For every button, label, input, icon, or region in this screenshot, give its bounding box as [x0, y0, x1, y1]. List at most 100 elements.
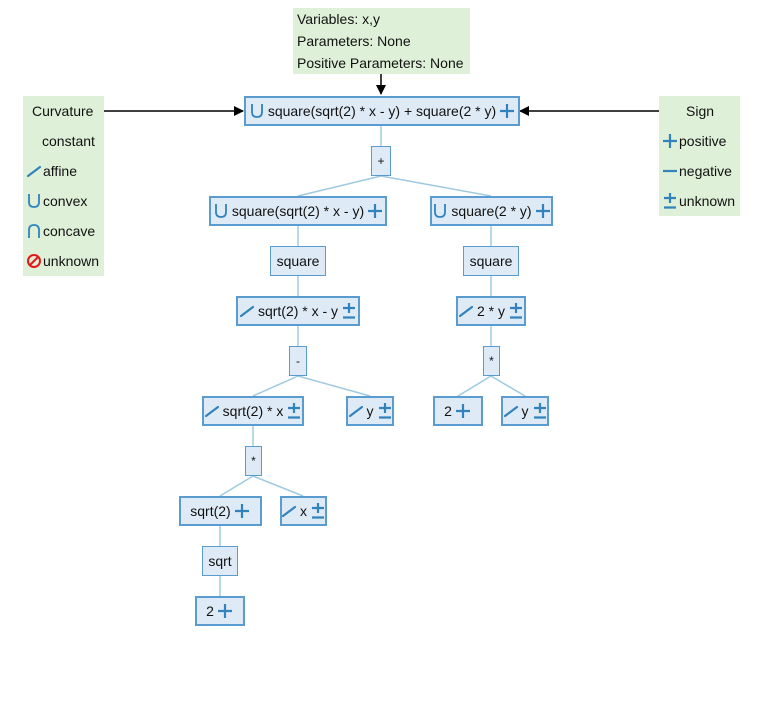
- sqrt2-times-x-expr-node[interactable]: sqrt(2) * x: [202, 396, 304, 426]
- legend-item-constant: constant: [42, 126, 95, 156]
- legend-label: positive: [679, 133, 727, 149]
- negative-icon: [661, 162, 679, 180]
- legend-item-affine: affine: [25, 156, 77, 186]
- sign-legend: Sign positive negative unknown: [659, 96, 740, 216]
- legend-label: concave: [43, 223, 96, 239]
- affine-icon: [25, 162, 43, 180]
- convex-icon: [212, 202, 230, 220]
- legend-item-unknown-curvature: unknown: [25, 246, 99, 276]
- affine-icon: [280, 502, 298, 520]
- affine-icon: [347, 402, 365, 420]
- legend-item-negative: negative: [661, 156, 732, 186]
- info-panel: Variables: x,y Parameters: None Positive…: [293, 8, 470, 74]
- node-label: 2: [206, 603, 214, 619]
- multiply-left-operator-node[interactable]: *: [245, 446, 262, 476]
- y-left-variable-node[interactable]: y: [346, 396, 394, 426]
- edge: [490, 375, 526, 397]
- square-right-operator-node[interactable]: square: [463, 246, 519, 276]
- sign-title: Sign: [686, 103, 715, 119]
- node-label: *: [251, 454, 256, 468]
- edge: [457, 375, 492, 397]
- unknown-sign-icon: [531, 402, 549, 420]
- legend-label: negative: [679, 163, 732, 179]
- edge: [380, 175, 492, 197]
- two-times-y-expr-node[interactable]: 2 * y: [456, 296, 526, 326]
- unknown-sign-icon: [285, 402, 303, 420]
- convex-icon: [248, 102, 266, 120]
- square-left-expr-node[interactable]: square(sqrt(2) * x - y): [209, 196, 387, 226]
- positive-icon: [498, 102, 516, 120]
- affine-icon: [502, 402, 520, 420]
- curvature-legend-title: Curvature: [32, 96, 93, 126]
- node-label: square(sqrt(2) * x - y): [231, 203, 365, 219]
- legend-label: unknown: [679, 193, 736, 209]
- sqrt2-expr-node[interactable]: sqrt(2): [179, 496, 262, 526]
- y-right-variable-node[interactable]: y: [501, 396, 549, 426]
- unknown-sign-icon: [340, 302, 358, 320]
- node-label: *: [489, 354, 494, 368]
- sqrt-operator-node[interactable]: sqrt: [202, 546, 238, 576]
- affine-icon: [203, 402, 221, 420]
- node-label: y: [521, 403, 529, 419]
- positive-icon: [661, 132, 679, 150]
- node-label: -: [296, 354, 300, 368]
- edge: [219, 475, 254, 497]
- unknown-sign-icon: [661, 192, 679, 210]
- node-label: square(2 * y): [451, 203, 532, 219]
- legend-item-convex: convex: [25, 186, 87, 216]
- node-label: 2 * y: [477, 303, 506, 319]
- node-label: sqrt(2) * x - y: [257, 303, 339, 319]
- node-label: 2: [444, 403, 452, 419]
- legend-item-concave: concave: [25, 216, 95, 246]
- affine-icon: [238, 302, 256, 320]
- edge: [252, 475, 304, 497]
- legend-label: affine: [43, 163, 77, 179]
- multiply-right-operator-node[interactable]: *: [483, 346, 500, 376]
- edge: [297, 175, 382, 197]
- curvature-title: Curvature: [32, 103, 94, 119]
- add-operator-node[interactable]: +: [371, 146, 391, 176]
- unknown-sign-icon: [507, 302, 525, 320]
- positive-icon: [534, 202, 552, 220]
- affine-icon: [457, 302, 475, 320]
- root-node[interactable]: square(sqrt(2) * x - y) + square(2 * y): [244, 96, 520, 126]
- node-label: +: [377, 154, 385, 168]
- two-right-constant-node[interactable]: 2: [433, 396, 483, 426]
- parameters-text: Parameters: None: [297, 33, 411, 49]
- node-label: y: [366, 403, 374, 419]
- positive-icon: [454, 402, 472, 420]
- convex-icon: [25, 192, 43, 210]
- unknown-sign-icon: [309, 502, 327, 520]
- difference-expr-node[interactable]: sqrt(2) * x - y: [236, 296, 360, 326]
- two-leaf-constant-node[interactable]: 2: [195, 596, 245, 626]
- node-label: sqrt: [208, 553, 232, 569]
- legend-label: convex: [43, 193, 88, 209]
- positive-icon: [233, 502, 251, 520]
- legend-label: unknown: [43, 253, 100, 269]
- edge: [252, 375, 299, 397]
- node-label: square: [469, 253, 513, 269]
- positive-parameters-text: Positive Parameters: None: [297, 55, 464, 71]
- unknown-curvature-icon: [25, 252, 43, 270]
- x-variable-node[interactable]: x: [280, 496, 327, 526]
- unknown-sign-icon: [376, 402, 394, 420]
- node-label: sqrt(2): [190, 503, 231, 519]
- node-label: square: [276, 253, 320, 269]
- node-label: square(sqrt(2) * x - y) + square(2 * y): [267, 103, 497, 119]
- positive-icon: [366, 202, 384, 220]
- legend-item-positive: positive: [661, 126, 726, 156]
- curvature-legend: Curvature constant affine convex concave…: [23, 96, 104, 276]
- concave-icon: [25, 222, 43, 240]
- square-left-operator-node[interactable]: square: [270, 246, 326, 276]
- edge: [297, 375, 371, 397]
- node-label: sqrt(2) * x: [222, 403, 284, 419]
- sign-legend-title: Sign: [686, 96, 714, 126]
- positive-icon: [216, 602, 234, 620]
- legend-item-unknown-sign: unknown: [661, 186, 735, 216]
- legend-label: constant: [42, 133, 95, 149]
- variables-text: Variables: x,y: [297, 11, 380, 27]
- convex-icon: [431, 202, 449, 220]
- square-right-expr-node[interactable]: square(2 * y): [430, 196, 553, 226]
- node-label: x: [300, 503, 307, 519]
- subtract-operator-node[interactable]: -: [289, 346, 307, 376]
